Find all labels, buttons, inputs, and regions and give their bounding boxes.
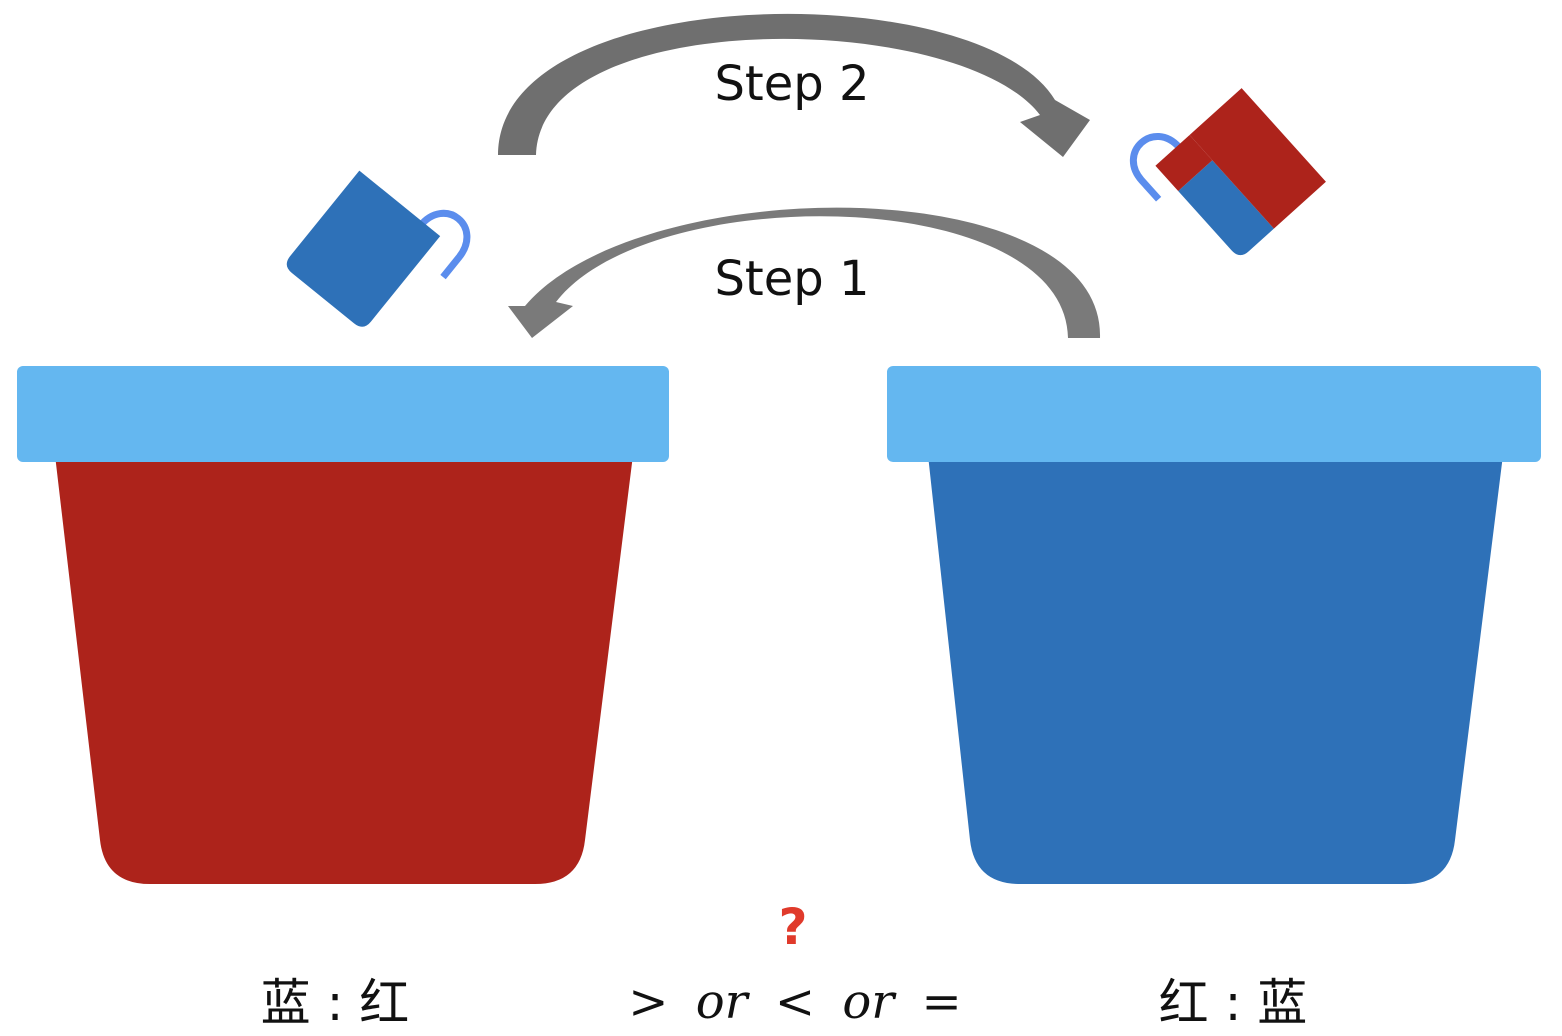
or-word-1: or	[696, 974, 751, 1030]
question-mark: ?	[778, 898, 807, 956]
right-bucket	[887, 366, 1541, 884]
left-ratio-label: 蓝 : 红	[261, 974, 410, 1032]
left-cup-handle	[417, 210, 471, 280]
step-1-label: Step 1	[714, 251, 869, 307]
right-cup-blue-part	[1178, 160, 1274, 256]
right-cup-red-top	[1155, 134, 1213, 192]
less-than-symbol: <	[775, 974, 815, 1030]
right-cup-red-part	[1189, 88, 1326, 229]
step-2-arrow-body	[498, 13, 1090, 157]
right-ratio-label: 红 : 蓝	[1159, 974, 1308, 1032]
left-cup-icon	[286, 170, 471, 327]
equals-symbol: =	[921, 974, 961, 1030]
left-bucket	[17, 366, 669, 884]
right-cup-icon	[1129, 88, 1326, 256]
step-2-label: Step 2	[714, 56, 869, 112]
left-cup-body	[286, 170, 441, 327]
right-cup-handle	[1129, 133, 1182, 202]
or-word-2: or	[842, 974, 897, 1030]
greater-than-symbol: >	[628, 974, 668, 1030]
step-2-arrow: Step 2	[498, 13, 1090, 157]
step-1-arrow-body	[508, 207, 1101, 338]
step-1-arrow: Step 1	[508, 207, 1101, 338]
comparison-expression: > or < or =	[628, 974, 961, 1030]
right-bucket-rim	[887, 366, 1541, 462]
left-bucket-rim	[17, 366, 669, 462]
left-bucket-body	[55, 455, 633, 884]
right-bucket-body	[928, 455, 1503, 884]
